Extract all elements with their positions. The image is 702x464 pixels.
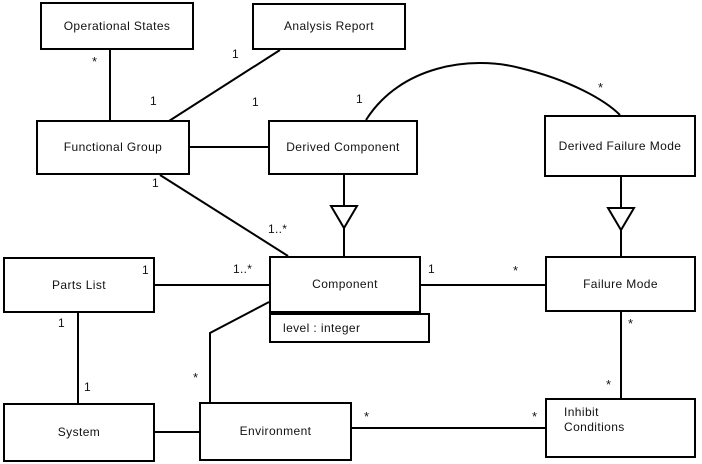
class-box-derived-component[interactable]: Derived Component [268,120,418,175]
class-box-component[interactable]: Component [269,256,421,313]
multiplicity-label: * [628,316,634,331]
multiplicity-label: * [598,80,604,95]
class-box-derived-failure-mode[interactable]: Derived Failure Mode [544,115,696,177]
class-name-analysis-report: Analysis Report [283,19,375,33]
class-name-system: System [57,425,101,439]
multiplicity-label: * [364,409,370,424]
class-name-failure-mode: Failure Mode [583,276,658,291]
assoc-functional-group-component [159,174,289,257]
multiplicity-label: 1 [84,380,91,394]
hollow-triangle-icon-failure-mode [606,207,636,232]
hollow-triangle-icon-component [329,205,359,230]
multiplicity-label: * [193,370,199,385]
multiplicity-label: 1 [356,92,363,106]
assoc-analysis-report-functional-group [168,49,281,122]
class-box-parts-list[interactable]: Parts List [3,257,155,313]
multiplicity-label: 1..* [268,222,288,236]
assoc-environment-component [209,301,270,402]
class-name-environment: Environment [239,424,312,438]
multiplicity-label: 1..* [233,262,253,276]
class-box-environment[interactable]: Environment [199,402,352,461]
multiplicity-label: 1 [232,47,239,61]
class-box-analysis-report[interactable]: Analysis Report [252,3,406,50]
class-box-functional-group[interactable]: Functional Group [36,120,190,175]
multiplicity-label: * [606,377,612,392]
class-name-inhibit-conditions: Inhibit Conditions [564,405,625,435]
class-name-component: Component [312,277,378,291]
class-name-parts-list: Parts List [51,277,106,292]
class-name-derived-component: Derived Component [286,140,400,154]
multiplicity-label: 1 [58,316,65,330]
assoc-derived-component-derived-failure-mode [365,62,621,121]
multiplicity-label: 1 [252,95,259,109]
class-name-functional-group: Functional Group [63,140,163,154]
multiplicity-label: 1 [150,94,157,108]
class-box-failure-mode[interactable]: Failure Mode [545,256,696,312]
multiplicity-label: * [513,263,519,278]
multiplicity-label: 1 [152,176,159,190]
multiplicity-label: 1 [142,263,149,277]
class-box-system[interactable]: System [3,403,155,462]
class-name-inhibit-conditions-line2: Conditions [564,420,625,434]
attribute-level: level : integer [283,321,361,335]
multiplicity-label: * [92,54,98,69]
class-name-inhibit-conditions-line1: Inhibit [564,405,599,419]
attribute-compartment-component: level : integer [269,313,430,343]
multiplicity-label: 1 [428,262,435,276]
class-box-operational-states[interactable]: Operational States [40,2,194,50]
class-name-operational-states: Operational States [63,18,171,33]
class-box-inhibit-conditions[interactable]: Inhibit Conditions [545,398,696,458]
multiplicity-label: * [532,409,538,424]
class-name-derived-failure-mode: Derived Failure Mode [558,138,682,153]
